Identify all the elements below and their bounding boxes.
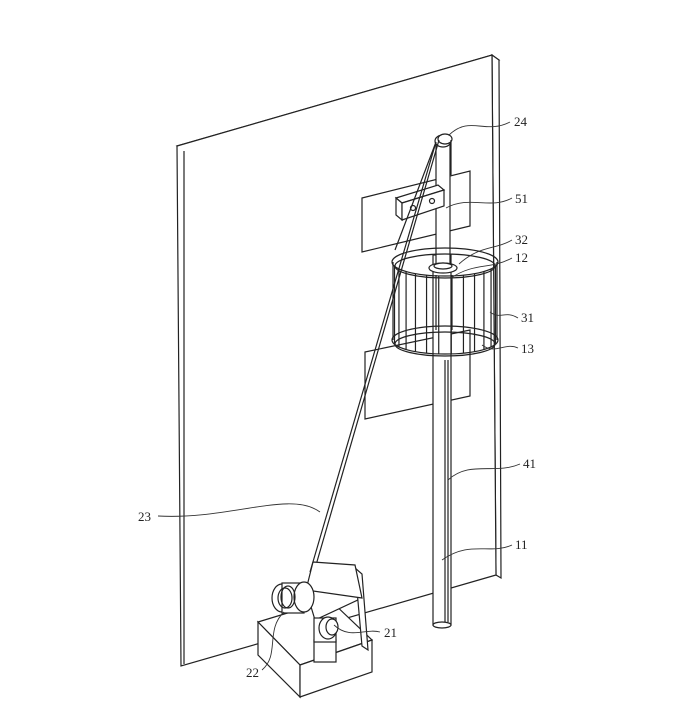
winch-drum bbox=[271, 581, 315, 614]
label-22: 22 bbox=[246, 665, 259, 680]
label-12: 12 bbox=[515, 250, 528, 265]
label-41: 41 bbox=[523, 456, 536, 471]
leader-lines bbox=[157, 121, 521, 671]
label-11: 11 bbox=[515, 537, 528, 552]
label-23: 23 bbox=[138, 509, 151, 524]
motor bbox=[313, 616, 339, 663]
winch-frame bbox=[305, 561, 369, 652]
label-32: 32 bbox=[515, 232, 528, 247]
label-21: 21 bbox=[384, 625, 397, 640]
cage bbox=[391, 247, 499, 357]
pulley bbox=[434, 133, 453, 148]
pole bbox=[432, 139, 452, 629]
cable bbox=[309, 139, 452, 573]
label-24: 24 bbox=[514, 114, 528, 129]
label-13: 13 bbox=[521, 341, 534, 356]
label-31: 31 bbox=[521, 310, 534, 325]
label-51: 51 bbox=[515, 191, 528, 206]
slider-bracket bbox=[394, 184, 446, 222]
